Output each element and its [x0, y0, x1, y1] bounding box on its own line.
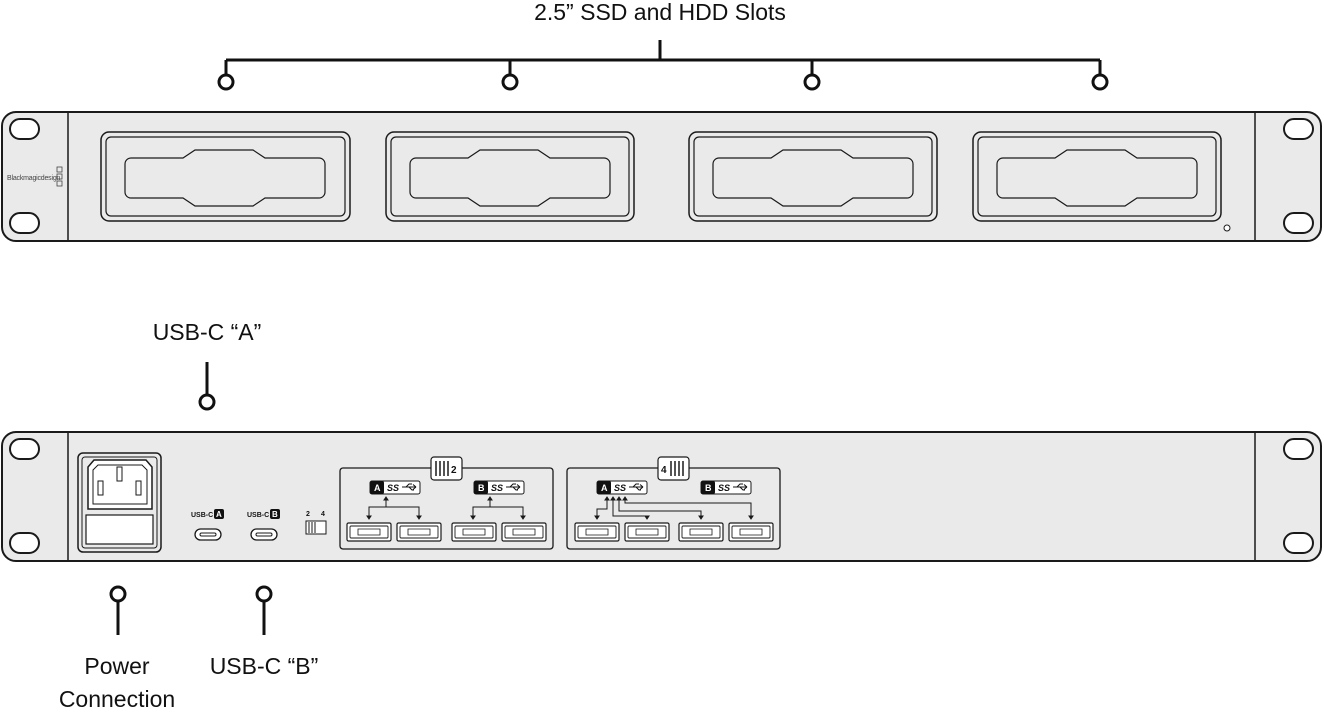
slot-3-callout-dot: [803, 73, 821, 91]
mode-2-hub-a-label: A SS: [369, 480, 421, 495]
usbc-b-port-label: USB-C B: [247, 509, 280, 519]
usbc-b-port[interactable]: [250, 528, 278, 541]
mode-2-indicator: 2: [430, 456, 463, 481]
power-inlet[interactable]: [77, 452, 162, 553]
rear-ear-hole-br: [1283, 532, 1314, 554]
mode-2-usb-port-3[interactable]: [451, 522, 497, 542]
front-ear-hole-br: [1283, 212, 1314, 234]
front-status-led: [1223, 224, 1231, 232]
front-panel: Blackmagicdesign: [1, 40, 1322, 242]
rear-ear-hole-tl: [9, 438, 40, 460]
svg-text:SS: SS: [614, 483, 626, 493]
mode-4-hub-b-label: B SS: [700, 480, 752, 495]
svg-text:4: 4: [321, 511, 325, 518]
svg-text:A: A: [374, 483, 381, 493]
svg-text:B: B: [272, 510, 278, 519]
ssd-slots-callout-label: 2.5” SSD and HDD Slots: [534, 0, 786, 25]
usbc-a-port[interactable]: [194, 528, 222, 541]
usbc-a-callout-label: USB-C “A”: [152, 319, 262, 345]
svg-text:A: A: [601, 483, 608, 493]
svg-text:SS: SS: [718, 483, 730, 493]
svg-text:USB-C: USB-C: [191, 512, 213, 519]
svg-text:B: B: [478, 483, 485, 493]
drive-slot-3[interactable]: [688, 131, 938, 222]
mode-dip-switch[interactable]: 2 4: [305, 511, 327, 535]
hub-group-mode-4: 4 A SS B SS: [566, 456, 781, 550]
slot-1-callout-dot: [217, 73, 235, 91]
power-callout-label-line1: Power: [84, 653, 150, 679]
mode-4-usb-port-1[interactable]: [574, 522, 620, 542]
svg-text:SS: SS: [491, 483, 503, 493]
drive-slot-4[interactable]: [972, 131, 1222, 222]
svg-text:B: B: [705, 483, 712, 493]
front-ear-hole-tl: [9, 118, 40, 140]
rear-ear-hole-tr: [1283, 438, 1314, 460]
slot-4-callout-dot: [1091, 73, 1109, 91]
brand-logo: Blackmagicdesign: [7, 175, 61, 182]
svg-text:4: 4: [661, 465, 667, 476]
usbc-a-callout: [198, 362, 216, 411]
mode-2-usb-port-1[interactable]: [346, 522, 392, 542]
mode-4-hub-a-label: A SS: [596, 480, 648, 495]
usbc-a-port-label: USB-C A: [191, 509, 224, 519]
usbc-b-callout: [255, 585, 273, 635]
drive-slot-1[interactable]: [100, 131, 351, 222]
svg-text:USB-C: USB-C: [247, 512, 269, 519]
mode-4-usb-port-3[interactable]: [678, 522, 724, 542]
mode-4-routing-lines: [594, 496, 754, 520]
brand-logo-mark: [56, 166, 63, 187]
usbc-b-callout-label: USB-C “B”: [209, 653, 319, 679]
svg-text:2: 2: [306, 511, 310, 518]
svg-text:2: 2: [451, 465, 457, 476]
front-ear-hole-tr: [1283, 118, 1314, 140]
rear-panel: USB-C A USB-C B 2 4: [1, 362, 1322, 635]
power-callout: [109, 585, 127, 635]
drive-slot-2[interactable]: [385, 131, 635, 222]
hub-group-mode-2: 2 A SS B SS: [339, 456, 554, 550]
mode-2-routing-lines: [366, 496, 526, 520]
mode-2-usb-port-4[interactable]: [501, 522, 547, 542]
mode-4-usb-port-2[interactable]: [624, 522, 670, 542]
slots-callout-bracket: [224, 40, 1102, 74]
svg-text:A: A: [216, 510, 222, 519]
slot-2-callout-dot: [501, 73, 519, 91]
mode-4-indicator: 4: [657, 456, 690, 481]
power-callout-label-line2: Connection: [58, 686, 176, 712]
rear-ear-hole-bl: [9, 532, 40, 554]
mode-4-usb-port-4[interactable]: [728, 522, 774, 542]
svg-text:SS: SS: [387, 483, 399, 493]
front-ear-hole-bl: [9, 212, 40, 234]
mode-2-hub-b-label: B SS: [473, 480, 525, 495]
mode-2-usb-port-2[interactable]: [396, 522, 442, 542]
